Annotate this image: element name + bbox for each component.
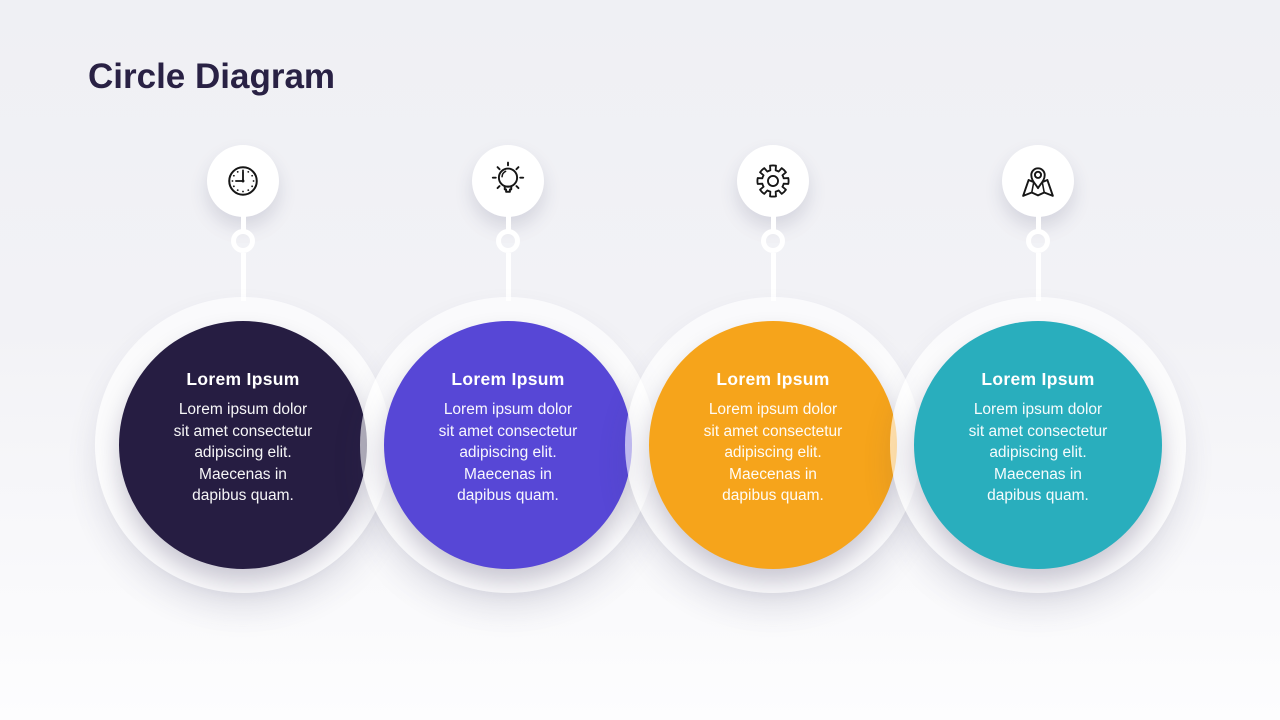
item-circle: Lorem Ipsum Lorem ipsum dolor sit amet c… bbox=[119, 321, 367, 569]
connector-line bbox=[240, 216, 246, 230]
item-heading: Lorem Ipsum bbox=[981, 369, 1095, 390]
connector-line bbox=[505, 253, 511, 301]
item-body: Lorem ipsum dolor sit amet consectetur a… bbox=[438, 401, 578, 505]
connector-line bbox=[240, 253, 246, 301]
item-heading: Lorem Ipsum bbox=[186, 369, 300, 390]
gear-icon bbox=[756, 164, 790, 198]
item-heading: Lorem Ipsum bbox=[451, 369, 565, 390]
item-circle: Lorem Ipsum Lorem ipsum dolor sit amet c… bbox=[914, 321, 1162, 569]
map-pin-icon bbox=[1022, 167, 1054, 197]
connector-line bbox=[1035, 253, 1041, 301]
item-circle: Lorem Ipsum Lorem ipsum dolor sit amet c… bbox=[384, 321, 632, 569]
icon-badge bbox=[1002, 145, 1074, 217]
item-body: Lorem ipsum dolor sit amet consectetur a… bbox=[968, 401, 1108, 505]
item-heading: Lorem Ipsum bbox=[716, 369, 830, 390]
connector-line bbox=[505, 216, 511, 230]
icon-badge bbox=[207, 145, 279, 217]
connector-ring bbox=[495, 229, 520, 253]
clock-icon bbox=[228, 166, 258, 196]
connector-line bbox=[770, 253, 776, 301]
page-title: Circle Diagram bbox=[88, 57, 336, 96]
icon-badge bbox=[472, 145, 544, 217]
item-circle: Lorem Ipsum Lorem ipsum dolor sit amet c… bbox=[649, 321, 897, 569]
item-body: Lorem ipsum dolor sit amet consectetur a… bbox=[173, 401, 313, 505]
connector-ring bbox=[760, 229, 785, 253]
lightbulb-icon bbox=[491, 161, 525, 193]
item-body: Lorem ipsum dolor sit amet consectetur a… bbox=[703, 401, 843, 505]
connector-line bbox=[770, 216, 776, 230]
connector-ring bbox=[230, 229, 255, 253]
diagram-item: Lorem Ipsum Lorem ipsum dolor sit amet c… bbox=[91, 0, 395, 720]
connector-ring bbox=[1025, 229, 1050, 253]
icon-badge bbox=[737, 145, 809, 217]
connector-line bbox=[1035, 216, 1041, 230]
diagram-item: Lorem Ipsum Lorem ipsum dolor sit amet c… bbox=[356, 0, 660, 720]
diagram-item: Lorem Ipsum Lorem ipsum dolor sit amet c… bbox=[886, 0, 1190, 720]
diagram-item: Lorem Ipsum Lorem ipsum dolor sit amet c… bbox=[621, 0, 925, 720]
